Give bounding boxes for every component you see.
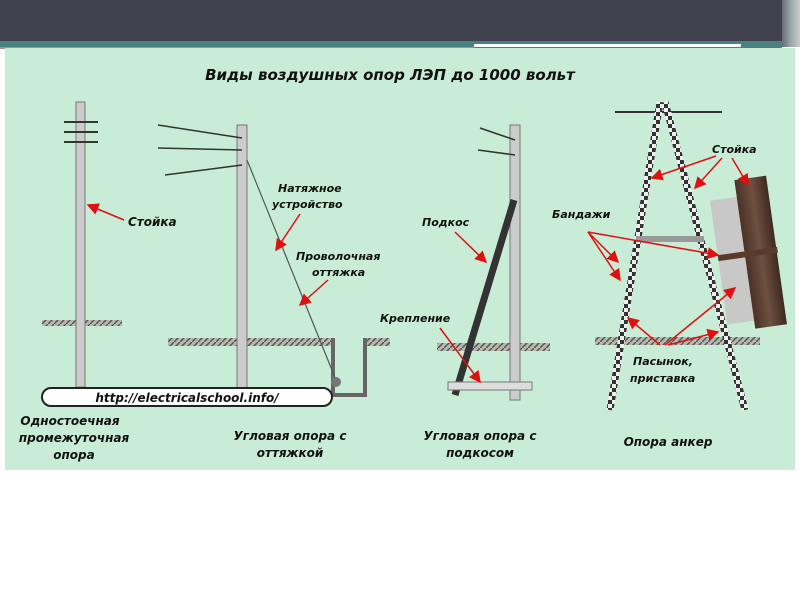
power-line-poles-diagram: Виды воздушных опор ЛЭП до 1000 вольт Ст… bbox=[5, 48, 795, 470]
label-bandazhi: Бандажи bbox=[552, 208, 611, 221]
anchor-pole: Стойка Бандажи Пасынок, приставка bbox=[552, 101, 787, 411]
label-stoyka-anchor: Стойка bbox=[712, 143, 757, 156]
caption-pole-1-line-1: Одностоечная bbox=[20, 414, 120, 428]
label-pasynok: Пасынок, bbox=[633, 355, 693, 368]
label-ustroystvo: устройство bbox=[272, 198, 343, 211]
slide-accent-line bbox=[474, 44, 741, 47]
caption-pole-4: Опора анкер bbox=[624, 435, 713, 449]
url-text: http://electricalschool.info/ bbox=[95, 391, 280, 405]
corner-pole-with-strut: Подкос Крепление bbox=[380, 124, 550, 401]
caption-pole-3-line-2: подкосом bbox=[446, 446, 514, 460]
label-pristavka: приставка bbox=[630, 372, 695, 385]
slide-header-bar bbox=[0, 0, 782, 41]
diagram-title: Виды воздушных опор ЛЭП до 1000 вольт bbox=[205, 66, 576, 84]
label-stoyka: Стойка bbox=[128, 215, 177, 229]
label-podkos: Подкос bbox=[422, 216, 470, 229]
caption-pole-1-line-3: опора bbox=[53, 448, 94, 462]
captions: Одностоечная промежуточная опора Угловая… bbox=[19, 414, 713, 462]
corner-pole-with-guy: Натяжное устройство Проволочная оттяжка bbox=[157, 124, 390, 398]
caption-pole-3-line-1: Угловая опора с bbox=[424, 429, 537, 443]
caption-pole-2-line-1: Угловая опора с bbox=[234, 429, 347, 443]
single-pole-intermediate: Стойка bbox=[42, 101, 177, 388]
caption-pole-1-line-2: промежуточная bbox=[19, 431, 130, 445]
label-provolochnaya: Проволочная bbox=[296, 250, 380, 263]
label-ottyazhka: оттяжка bbox=[312, 266, 365, 279]
label-natyazhnoe: Натяжное bbox=[278, 182, 342, 195]
url-banner: http://electricalschool.info/ bbox=[41, 387, 333, 407]
slide-header-edge bbox=[782, 0, 800, 47]
caption-pole-2-line-2: оттяжкой bbox=[257, 446, 324, 460]
label-kreplenie: Крепление bbox=[380, 312, 451, 325]
